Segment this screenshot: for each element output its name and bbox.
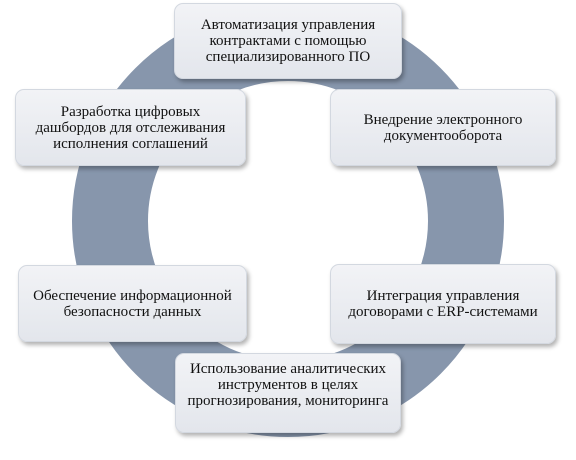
node-information-security: Обеспечение информационной безопасности … (18, 265, 247, 342)
node-label: Внедрение электронного документооборота (363, 111, 523, 144)
node-erp-integration: Интеграция управления договорами с ERP-с… (330, 264, 556, 344)
node-electronic-document-flow: Внедрение электронного документооборота (330, 89, 556, 166)
node-label: Обеспечение информационной безопасности … (33, 287, 232, 320)
node-contract-automation: Автоматизация управления контрактами с п… (174, 3, 402, 79)
node-label: Разработка цифровых дашбордов для отслеж… (35, 103, 226, 152)
node-digital-dashboards: Разработка цифровых дашбордов для отслеж… (15, 89, 246, 166)
node-label: Интеграция управления договорами с ERP-с… (348, 288, 538, 320)
node-analytics-tools: Использование аналитических инструментов… (175, 353, 401, 433)
node-label: Автоматизация управления контрактами с п… (200, 17, 376, 65)
node-label: Использование аналитических инструментов… (187, 361, 389, 409)
